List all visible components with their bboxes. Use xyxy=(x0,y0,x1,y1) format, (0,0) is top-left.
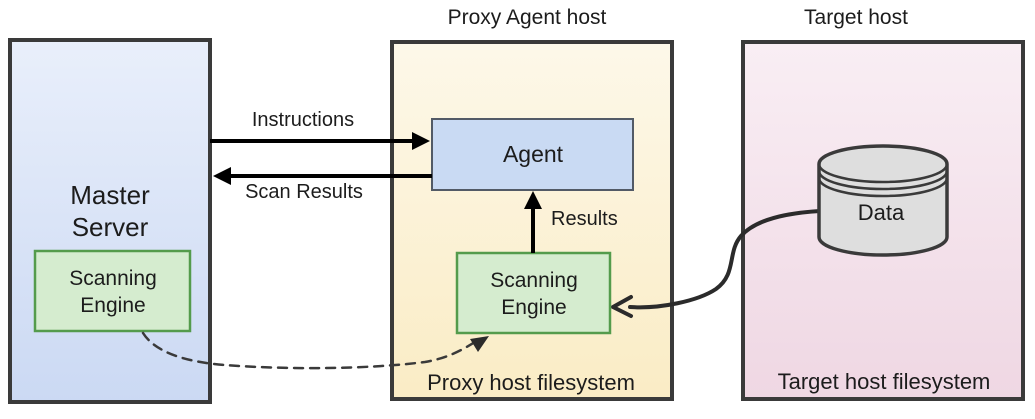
proxy-agent-host-label: Proxy Agent host xyxy=(448,6,607,29)
engine-to-engine-arrowhead-icon xyxy=(470,336,489,352)
proxy-scanning-engine-box xyxy=(455,251,612,335)
master-server-label-line2: Server xyxy=(72,212,149,242)
results-arrow: Results xyxy=(524,191,618,253)
results-label: Results xyxy=(551,208,618,230)
instructions-label: Instructions xyxy=(252,109,354,131)
scan-results-label: Scan Results xyxy=(245,181,363,203)
target-host-label: Target host xyxy=(804,6,908,29)
master-scanning-engine-box xyxy=(33,249,192,333)
master-scanning-engine-label-line2: Engine xyxy=(80,294,145,317)
database-rim-line-2 xyxy=(817,170,949,191)
data-to-engine-curve xyxy=(628,209,822,310)
agent-box xyxy=(431,118,634,191)
agent-group: Agent xyxy=(431,118,634,191)
master-server-group: Master Server Scanning Engine xyxy=(8,38,212,404)
data-to-engine-arrow xyxy=(611,209,822,318)
instructions-arrowhead-icon xyxy=(412,132,430,150)
instructions-arrow: Instructions xyxy=(210,109,430,150)
data-cylinder-group: Data xyxy=(817,144,949,257)
engine-to-engine-dashed-arrow xyxy=(141,331,489,370)
scan-results-arrow: Scan Results xyxy=(213,167,432,203)
engine-to-engine-dashed-curve xyxy=(141,331,477,370)
master-scanning-engine-label-line1: Scanning xyxy=(69,267,157,290)
proxy-agent-host-group: Proxy Agent host Proxy host filesystem xyxy=(390,6,674,401)
proxy-scanning-engine-label-line1: Scanning xyxy=(490,269,578,292)
target-filesystem-label: Target host filesystem xyxy=(778,369,991,394)
database-icon xyxy=(817,144,949,257)
database-rim-line-3 xyxy=(817,177,949,198)
data-label: Data xyxy=(858,200,905,225)
results-arrowhead-icon xyxy=(524,191,542,209)
proxy-scanning-engine-label-line2: Engine xyxy=(501,296,566,319)
proxy-filesystem-label: Proxy host filesystem xyxy=(427,370,635,395)
master-server-box xyxy=(8,38,212,404)
proxy-agent-host-box xyxy=(390,40,674,401)
data-to-engine-arrowhead-icon xyxy=(611,295,633,318)
scan-results-arrowhead-icon xyxy=(213,167,231,185)
proxy-scanning-engine-group: Scanning Engine xyxy=(455,251,612,335)
master-server-label-line1: Master xyxy=(70,180,150,210)
agent-label: Agent xyxy=(503,141,564,167)
database-rim-line-1 xyxy=(817,163,949,184)
